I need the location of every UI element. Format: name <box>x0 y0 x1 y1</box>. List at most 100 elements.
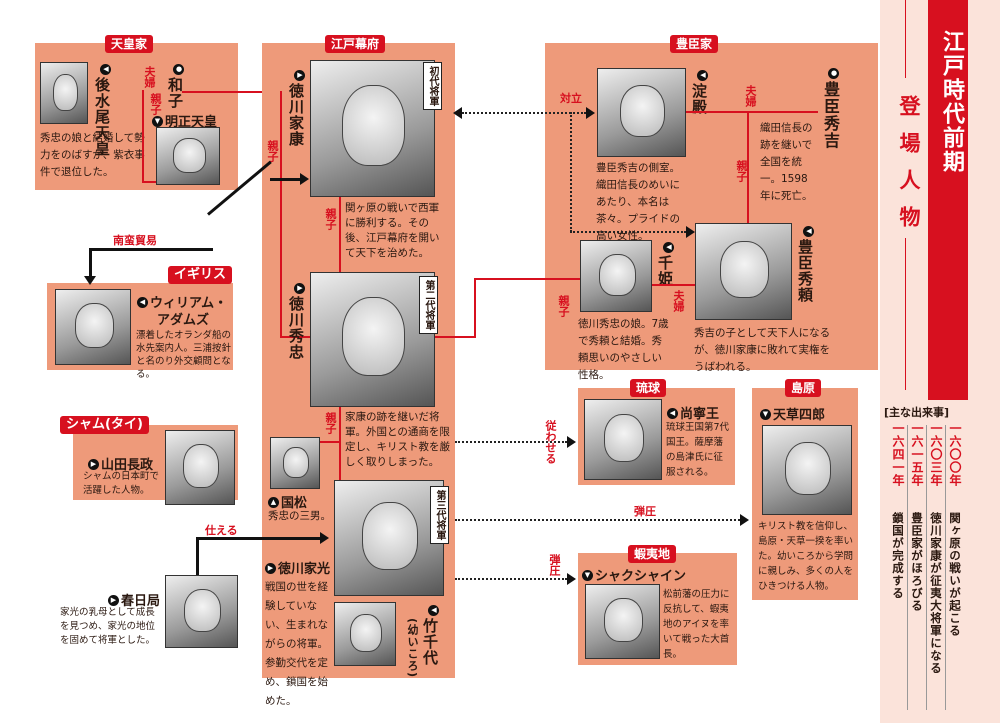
desc-senhime: 徳川秀忠の娘。7歳で秀頼と結婚。秀頼思いのやさしい性格。 <box>578 318 669 381</box>
sidebar-rule <box>905 238 906 390</box>
name-text: 山田長政 <box>101 458 154 473</box>
name-gomizuno: ◀後水尾天皇 <box>92 64 113 157</box>
portrait-senhime <box>580 240 652 312</box>
direction-marker-icon: ◀ <box>667 408 678 419</box>
trade-line <box>270 178 302 181</box>
desc-yodo: 豊臣秀吉の側室。織田信長のめいにあたり、本名は茶々。プライドの高い女性。 <box>596 162 680 242</box>
event-year: 一六一五年 <box>910 422 924 487</box>
name-kasuga: ▶春日局 <box>108 590 160 609</box>
name-adams: ◀ウィリアム・アダムズ <box>137 295 227 329</box>
arrow-right-icon <box>686 226 695 238</box>
desc-iemitsu: 戦国の世を経験していない、生まれながらの将軍。参勤交代を定め、鎖国を始めた。 <box>265 581 328 707</box>
rel-parent-label: 親子 <box>324 412 337 434</box>
direction-marker-icon: ◀ <box>803 226 814 237</box>
portrait-amakusa <box>762 425 852 515</box>
name-shonei: ◀尚寧王 <box>667 403 719 422</box>
name-text: 後水尾天皇 <box>93 77 111 157</box>
name-text: 天草四郎 <box>773 408 826 423</box>
name-text: 尚寧王 <box>680 407 720 422</box>
direction-marker-icon: ◀ <box>137 297 148 308</box>
arrow-right-icon <box>320 532 329 544</box>
relation-line <box>474 278 476 338</box>
name-text: 国松 <box>281 496 308 511</box>
event-year: 一六〇三年 <box>929 422 943 487</box>
event-text: 鎖国が完成する <box>891 512 905 600</box>
name-senhime: ◀千姫 <box>655 242 676 287</box>
portrait-shonei <box>584 399 662 480</box>
event-item: 一六〇三年徳川家康が征夷大将軍になる <box>928 422 945 712</box>
badge-second-shogun: 第二代将軍 <box>419 276 438 334</box>
portrait-yodo <box>597 68 686 157</box>
name-text: 竹千代 <box>421 618 439 666</box>
direction-marker-icon: ◀ <box>697 70 708 81</box>
rel-suppress-label: 弾圧 <box>548 554 561 576</box>
event-item: 一六四一年鎖国が完成する <box>890 422 907 712</box>
portrait-ieyasu <box>310 60 435 197</box>
rel-parent-label: 親子 <box>149 93 162 115</box>
siam-title: シャム(タイ) <box>60 416 149 434</box>
suppress-line <box>455 519 740 521</box>
shimabara-title: 島原 <box>785 379 822 397</box>
desc-gomizuno: 秀忠の娘と結婚して勢力をのばすが、紫衣事件で退位した。 <box>40 132 145 178</box>
name-takechiyo: ◀ 竹千代 <box>420 605 441 666</box>
name-text: 徳川家光 <box>278 562 331 577</box>
rel-suppress-label: 弾圧 <box>634 505 656 518</box>
portrait-adams <box>55 289 131 365</box>
portrait-shakushain <box>585 584 660 659</box>
era-banner <box>928 0 968 400</box>
desc-kasuga: 家光の乳母として成長を見つめ、家光の地位を固めて将軍とした。 <box>60 607 156 646</box>
event-divider <box>945 425 946 710</box>
conflict-line <box>462 112 586 114</box>
name-text: アダムズ <box>157 313 210 328</box>
name-meisho: ▼明正天皇 <box>152 111 217 130</box>
name-text: 豊臣秀頼 <box>796 239 814 303</box>
name-hidetada: ▶徳川秀忠 <box>286 283 307 360</box>
england-title: イギリス <box>168 266 233 284</box>
desc-ieyasu: 関ヶ原の戦いで西軍に勝利する。その後、江戸幕府を開いて天下を治めた。 <box>345 202 440 259</box>
arrow-down-icon <box>84 276 96 285</box>
relation-line <box>435 336 475 338</box>
relation-line <box>314 441 340 443</box>
direction-marker-icon: ◀ <box>663 242 674 253</box>
direction-marker-icon: ▼ <box>152 116 163 127</box>
portrait-hideyori <box>695 223 792 320</box>
desc-hideyori: 秀吉の子として天下人になるが、徳川家康に敗れて実権をうばわれる。 <box>694 327 831 373</box>
portrait-kunimatsu <box>270 437 320 489</box>
name-text: 淀殿 <box>690 83 708 115</box>
toyotomi-title: 豊臣家 <box>670 35 719 53</box>
direction-marker-icon: ◀ <box>428 605 439 616</box>
name-shakushain: ▼シャクシャイン <box>582 565 686 584</box>
name-text: 豊臣秀吉 <box>821 81 840 149</box>
name-kazuko: ●和子 <box>165 64 186 109</box>
name-amakusa: ▼天草四郎 <box>760 404 825 423</box>
name-text: 明正天皇 <box>165 115 218 130</box>
name-text: ウィリアム・ <box>150 296 228 311</box>
event-year: 一六四一年 <box>891 422 905 487</box>
relation-line <box>652 284 695 286</box>
event-text: 豊臣家がほろびる <box>910 512 924 612</box>
ryukyu-title: 琉球 <box>630 379 667 397</box>
sidebar-heading: 登場人物 <box>897 95 921 243</box>
badge-third-shogun: 第三代将軍 <box>430 486 449 544</box>
desc-amakusa: キリスト教を信仰し、島原・天草一揆を率いた。幼いころから学問に親しみ、多くの人を… <box>758 521 854 592</box>
event-text: 徳川家康が征夷大将軍になる <box>929 512 943 675</box>
relation-line <box>182 91 282 93</box>
conflict-line <box>570 112 572 232</box>
name-kunimatsu: ▲国松 <box>268 492 307 511</box>
desc-shakushain: 松前藩の圧力に反抗して、蝦夷地のアイヌを率いて戦った大首長。 <box>663 589 730 660</box>
arrow-right-icon <box>586 107 595 119</box>
direction-marker-icon: ▶ <box>265 563 276 574</box>
desc-hidetada: 家康の跡を継いだ将軍。外国との通商を限定し、キリスト教を厳しく取りしまった。 <box>345 411 450 468</box>
rel-couple-label: 夫婦 <box>672 290 685 312</box>
name-text: 徳川秀忠 <box>287 296 305 360</box>
portrait-hidetada <box>310 272 435 407</box>
relation-line <box>280 91 282 337</box>
name-text: 春日局 <box>121 594 161 609</box>
direction-marker-icon: ▶ <box>108 595 119 606</box>
arrow-left-icon <box>453 107 462 119</box>
event-year: 一六〇〇年 <box>948 422 962 487</box>
portrait-takechiyo <box>334 602 396 666</box>
conflict-line <box>570 231 686 233</box>
name-yamada: ▶山田長政 <box>88 454 153 473</box>
arrow-right-icon <box>740 514 749 526</box>
